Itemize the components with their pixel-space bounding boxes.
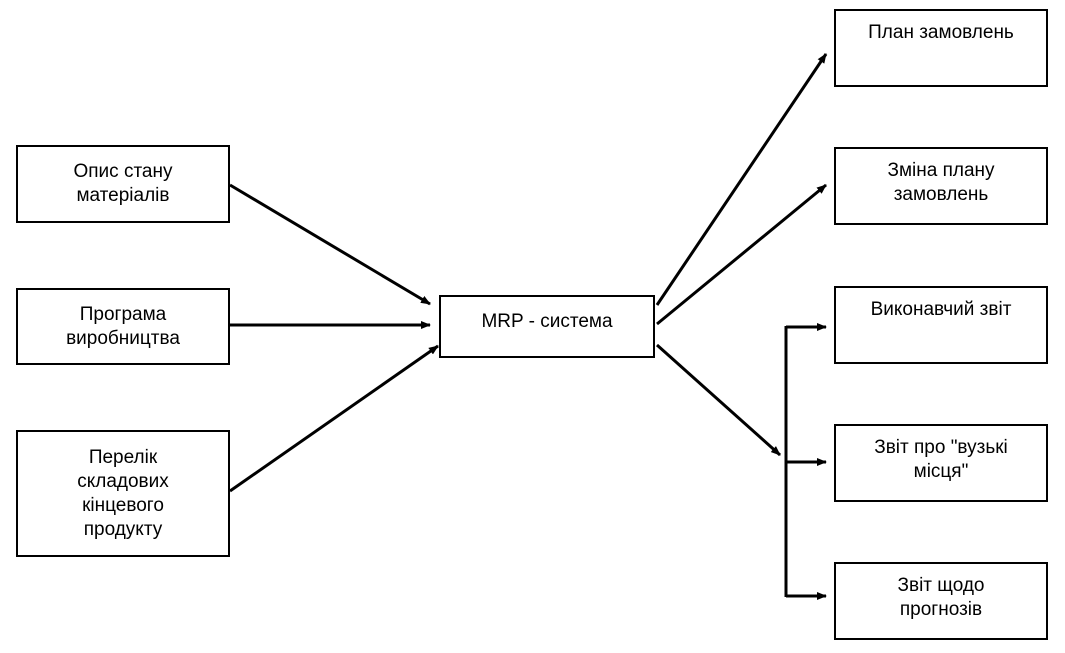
- arrow-mrp-to-plan-change: [656, 183, 827, 326]
- output-plan-box: План замовлень: [834, 9, 1048, 87]
- output-bottleneck-report-label: Звіт про "вузькі місця": [874, 437, 1008, 482]
- output-plan-change-label: Зміна плану замовлень: [887, 160, 995, 205]
- mrp-system-label: MRP - система: [481, 310, 613, 332]
- output-plan-label: План замовлень: [868, 22, 1014, 43]
- output-plan-change-box: Зміна плану замовлень: [834, 147, 1048, 225]
- arrow-materials-to-mrp: [229, 183, 431, 306]
- arrow-mrp-to-plan: [655, 53, 828, 306]
- input-materials-label: Опис стану матеріалів: [73, 161, 173, 206]
- mrp-system-box: MRP - система: [439, 295, 655, 358]
- output-execution-report-label: Виконавчий звіт: [870, 299, 1012, 320]
- input-bom-label: Перелік складових кінцевого продукту: [77, 446, 169, 540]
- input-program-box: Програма виробництва: [16, 288, 230, 365]
- output-execution-report-box: Виконавчий звіт: [834, 286, 1048, 364]
- arrow-bom-to-mrp: [229, 344, 439, 493]
- output-forecast-report-box: Звіт щодо прогнозів: [834, 562, 1048, 640]
- input-program-label: Програма виробництва: [66, 303, 180, 349]
- output-bottleneck-report-box: Звіт про "вузькі місця": [834, 424, 1048, 502]
- arrow-mrp-to-reports-bus: [656, 343, 781, 457]
- output-forecast-report-label: Звіт щодо прогнозів: [897, 575, 985, 620]
- input-bom-box: Перелік складових кінцевого продукту: [16, 430, 230, 557]
- input-materials-box: Опис стану матеріалів: [16, 145, 230, 223]
